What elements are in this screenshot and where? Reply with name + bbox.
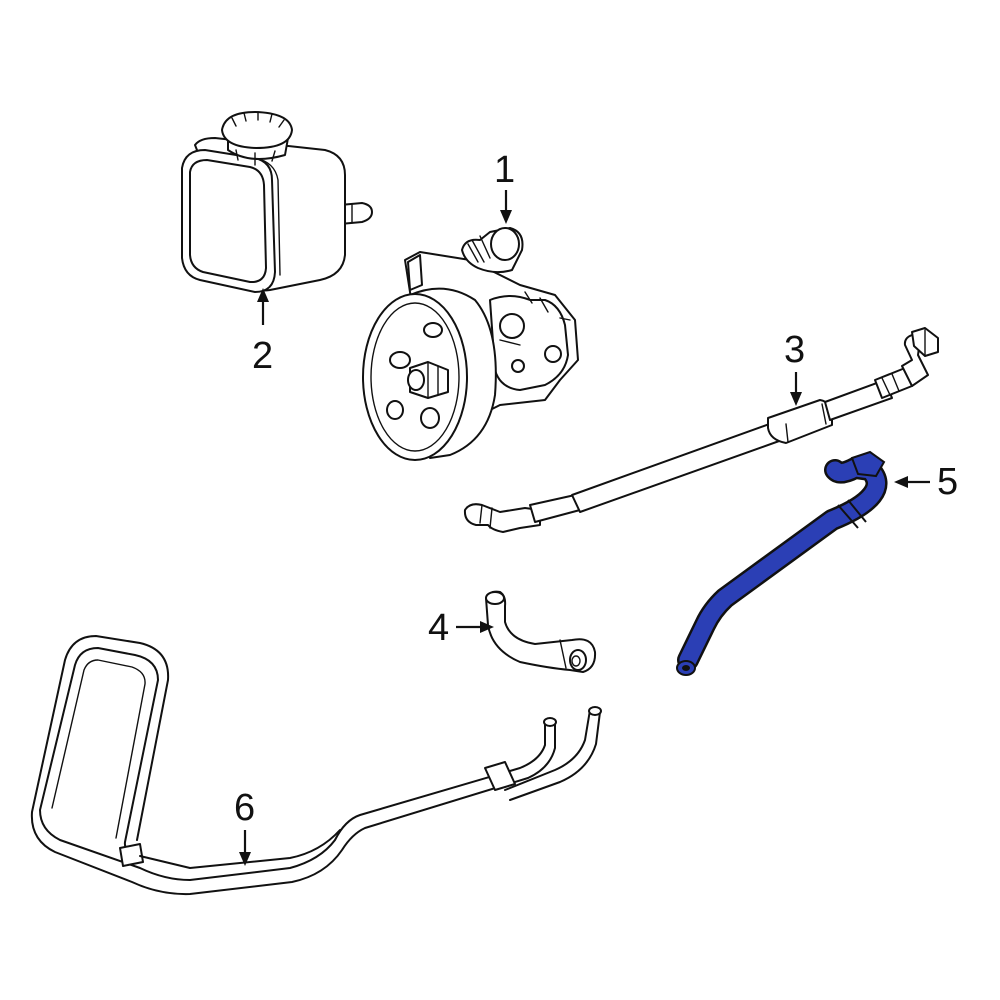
callout-4: 4 [428, 607, 494, 649]
pressure-hose-part[interactable] [463, 327, 939, 533]
return-hose-part[interactable] [676, 450, 888, 676]
cooler-line-part[interactable] [30, 635, 602, 896]
callout-5-number: 5 [937, 461, 958, 503]
callout-6-number: 6 [234, 787, 255, 829]
callout-6: 6 [234, 787, 255, 866]
callout-3-number: 3 [784, 329, 805, 371]
callout-2: 2 [252, 288, 273, 377]
callout-2-number: 2 [252, 335, 273, 377]
callout-1-number: 1 [494, 149, 515, 191]
callout-5: 5 [894, 461, 958, 503]
callout-4-number: 4 [428, 607, 449, 649]
callout-3: 3 [784, 329, 805, 406]
small-hose-part[interactable] [485, 590, 597, 673]
callout-1: 1 [494, 149, 515, 224]
reservoir-part[interactable] [181, 111, 373, 293]
pump-part[interactable] [362, 227, 579, 461]
